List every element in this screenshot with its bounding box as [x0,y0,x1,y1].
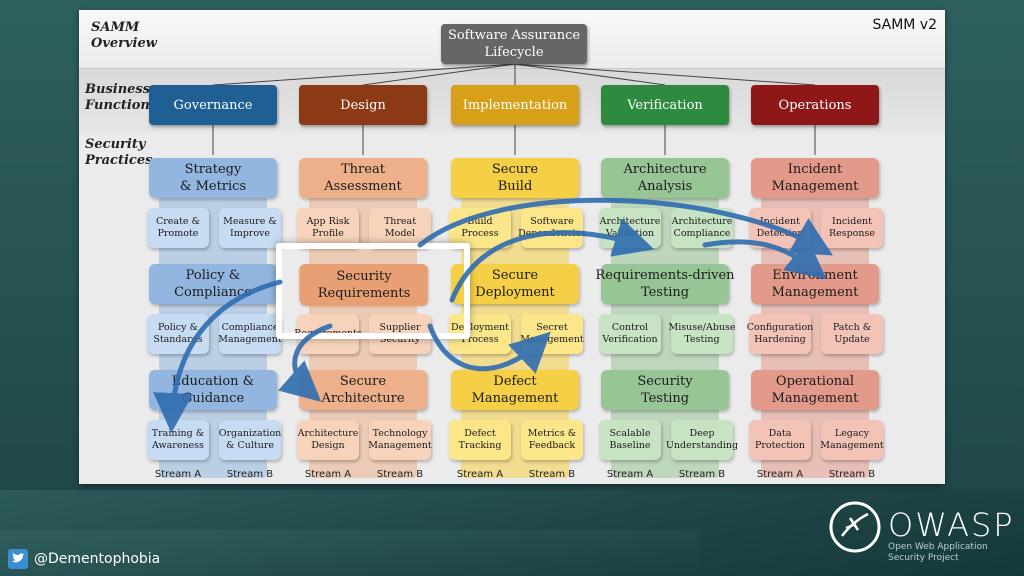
practice-2-0: Secure Build [451,158,579,198]
business-function-3: Verification [601,85,729,125]
stream-2-2-0: Defect Tracking [449,420,511,460]
footer-band-accent [0,530,700,576]
owasp-subtitle: Open Web Application Security Project [888,542,988,563]
stream-label: Stream B [226,469,274,480]
security-practices-label: Security Practices [85,137,153,168]
stream-label: Stream A [304,469,352,480]
practice-3-1: Requirements-driven Testing [595,264,735,304]
stream-label: Stream A [456,469,504,480]
stream-3-0-1: Architecture Compliance [671,208,733,248]
practice-0-2: Education & Guidance [149,370,277,410]
owasp-logo-icon [829,501,881,553]
practice-1-2: Secure Architecture [299,370,427,410]
practice-0-0: Strategy & Metrics [149,158,277,198]
practice-1-0: Threat Assessment [299,158,427,198]
stream-1-0-0: App Risk Profile [297,208,359,248]
stream-2-1-1: Secret Management [520,314,584,354]
stream-4-1-0: Configuration Hardening [747,314,813,354]
security-requirements-highlight: Security Requirements [300,264,428,306]
version-label: SAMM v2 [872,17,937,33]
stream-4-2-0: Data Protection [749,420,811,460]
stream-2-0-1: Software Dependencies [518,208,586,248]
stream-4-1-1: Patch & Update [821,314,883,354]
overview-label: SAMM Overview [91,20,157,51]
stream-3-0-0: Architecture Validation [599,208,661,248]
practice-4-1: Environment Management [751,264,879,304]
stream-0-1-1: Compliance Management [218,314,282,354]
stream-label: Stream B [528,469,576,480]
stream-label: Stream B [828,469,876,480]
stream-4-0-0: Incident Detection [749,208,811,248]
stream-1-0-1: Threat Model [369,208,431,248]
stream-3-2-0: Scalable Baseline [599,420,661,460]
stream-4-0-1: Incident Response [821,208,883,248]
stream-3-1-1: Misuse/Abuse Testing [669,314,736,354]
stream-2-0-0: Build Process [449,208,511,248]
owasp-wordmark: OWASP [888,506,1015,544]
stream-3-1-0: Control Verification [599,314,661,354]
business-function-label: Business Function [85,82,151,113]
samm-diagram: SAMM Overview SAMM v2 Software Assurance… [79,10,945,484]
stream-label: Stream A [756,469,804,480]
stream-label: Stream B [376,469,424,480]
practice-4-0: Incident Management [751,158,879,198]
stream-0-2-1: Organization & Culture [219,420,281,460]
practice-4-2: Operational Management [751,370,879,410]
stream-2-2-1: Metrics & Feedback [521,420,583,460]
business-function-4: Operations [751,85,879,125]
stream-1-2-1: Technology Management [368,420,432,460]
practice-2-2: Defect Management [451,370,579,410]
lifecycle-box: Software Assurance Lifecycle [441,24,587,64]
stream-4-2-1: Legacy Management [820,420,884,460]
stream-0-1-0: Policy & Standards [147,314,209,354]
stream-0-0-0: Create & Promote [147,208,209,248]
practice-0-1: Policy & Compliance [149,264,277,304]
business-function-0: Governance [149,85,277,125]
stream-3-2-1: Deep Understanding [666,420,738,460]
stream-label: Stream B [678,469,726,480]
twitter-handle[interactable]: @Dementophobia [34,551,161,567]
practice-3-0: Architecture Analysis [601,158,729,198]
practice-3-2: Security Testing [601,370,729,410]
stream-label: Stream A [606,469,654,480]
stream-0-0-1: Measure & Improve [219,208,281,248]
business-function-1: Design [299,85,427,125]
practice-2-1: Secure Deployment [451,264,579,304]
business-function-2: Implementation [451,85,579,125]
stream-label: Stream A [154,469,202,480]
stream-0-2-0: Training & Awareness [147,420,209,460]
twitter-icon [8,549,28,569]
connector-lines [212,63,816,155]
stream-1-2-0: Architecture Design [297,420,359,460]
